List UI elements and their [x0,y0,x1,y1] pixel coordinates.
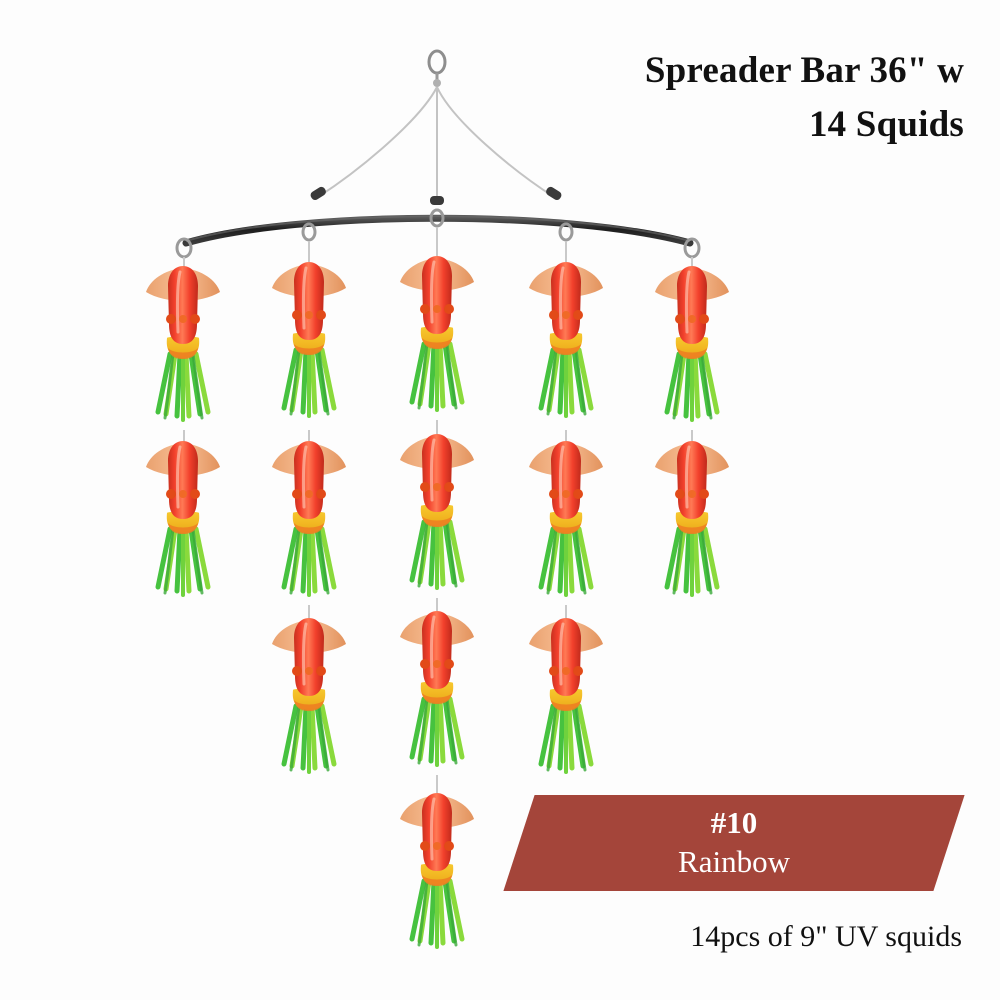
product-title: Spreader Bar 36" w 14 Squids [645,44,964,151]
variant-color-name: Rainbow [678,844,790,879]
product-spec-caption: 14pcs of 9" UV squids [690,920,962,953]
squid-row-3 [272,611,603,772]
squid-row-4 [400,793,474,947]
top-swivel-ring [427,49,447,87]
squid-row-2 [146,434,729,595]
color-variant-ribbon: #10 Rainbow [503,795,965,891]
variant-code: #10 [710,805,758,841]
squid-row-1 [146,256,729,420]
spreader-bar [182,214,694,247]
product-title-line-2: 14 Squids [808,103,964,145]
product-title-line-1: Spreader Bar 36" w [644,50,964,91]
